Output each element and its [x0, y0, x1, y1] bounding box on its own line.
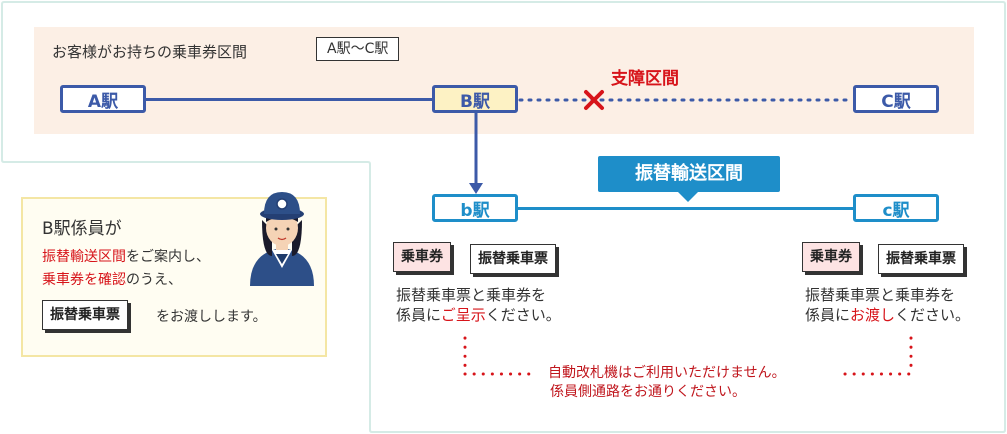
right-exit-line-2: 係員にお渡しください。: [805, 305, 970, 325]
staff-text-3: をお渡しします。: [156, 309, 267, 325]
station-a: A駅: [60, 85, 146, 113]
staff-instruction-line-1: 振替輸送区間をご案内し、: [42, 246, 210, 266]
right-exit-text-pre: 係員に: [805, 306, 851, 324]
gate-note-line-2: 係員側通路をお通りください。: [550, 384, 746, 400]
left-exit-instruction: 振替乗車票と乗車券を 係員にご呈示ください。: [396, 285, 561, 325]
transfer-arrow-icon: [469, 113, 483, 194]
left-exit-text-pre: 係員に: [396, 306, 441, 324]
suspended-route-line: [518, 98, 854, 102]
left-boarding-ticket: 乗車券: [393, 242, 451, 272]
transfer-route-line: [516, 207, 856, 210]
fault-section-label: 支障区間: [611, 69, 679, 89]
staff-text-2: のうえ、: [126, 272, 182, 288]
gate-connector-right: [843, 336, 913, 376]
ticket-range-label: お客様がお持ちの乗車券区間: [52, 43, 248, 61]
left-transfer-ticket: 振替乗車票: [470, 244, 556, 274]
right-transfer-ticket: 振替乗車票: [878, 244, 964, 274]
right-exit-line-1: 振替乗車票と乗車券を: [805, 286, 956, 304]
gate-note: 自動改札機はご利用いただけません。 係員側通路をお通りください。: [548, 364, 786, 402]
right-exit-text-post: ください。: [895, 306, 971, 324]
fault-cross-icon: [584, 90, 604, 110]
left-exit-highlight: ご呈示: [440, 306, 486, 324]
ticket-route-band: [34, 27, 974, 134]
transfer-station-c: c駅: [853, 194, 939, 222]
left-exit-text-post: ください。: [485, 306, 561, 324]
station-b: B駅: [432, 85, 518, 113]
station-c: C駅: [853, 85, 939, 113]
station-staff-illustration: [250, 192, 314, 286]
staff-transfer-ticket: 振替乗車票: [42, 300, 128, 330]
right-boarding-ticket: 乗車券: [802, 242, 860, 272]
transfer-section-label: 振替輸送区間: [598, 156, 780, 192]
staff-instruction-line-2: 乗車券を確認のうえ、: [42, 269, 182, 289]
right-exit-highlight: お渡し: [850, 306, 896, 324]
staff-text-1: をご案内し、: [126, 249, 210, 265]
staff-highlight-confirm: 乗車券を確認: [42, 272, 126, 288]
ticket-range-value: A駅〜C駅: [316, 37, 400, 61]
transfer-station-b: b駅: [432, 194, 518, 222]
staff-highlight-transfer: 振替輸送区間: [42, 249, 126, 265]
left-exit-line-1: 振替乗車票と乗車券を: [396, 286, 547, 304]
route-line-a-b: [145, 98, 435, 101]
left-exit-line-2: 係員にご呈示ください。: [396, 305, 561, 325]
staff-title: B駅係員が: [42, 219, 122, 239]
gate-connector-left: [463, 336, 538, 376]
gate-note-line-1: 自動改札機はご利用いただけません。: [548, 365, 786, 381]
right-exit-instruction: 振替乗車票と乗車券を 係員にお渡しください。: [805, 285, 970, 325]
transfer-label-pointer: [678, 192, 698, 202]
